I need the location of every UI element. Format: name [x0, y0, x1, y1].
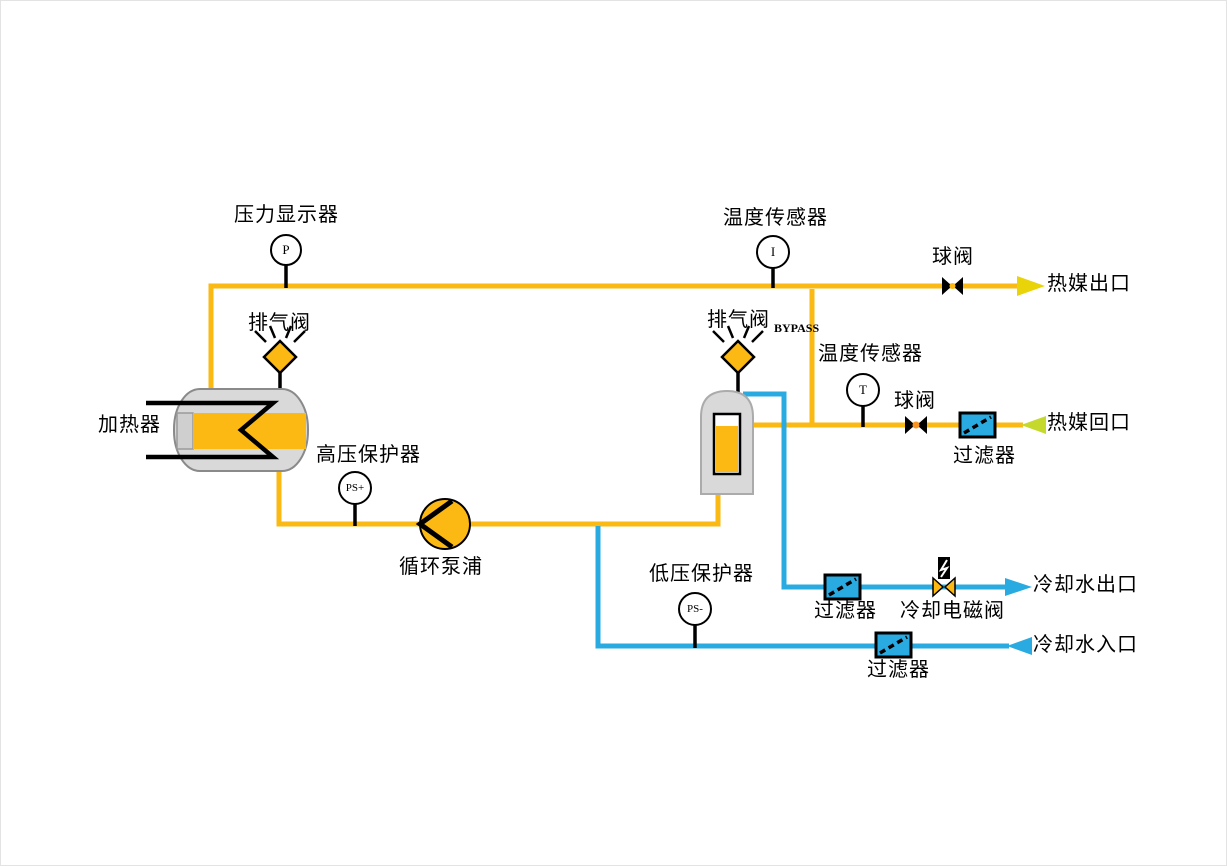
pump-suction-pipe	[276, 467, 721, 527]
ball-valve-top	[942, 277, 963, 295]
temperature-indicator-t: T	[846, 373, 880, 407]
filter-cooling-out-label: 过滤器	[814, 600, 877, 622]
heater-end-block	[176, 412, 194, 450]
heat-return-arrow	[1021, 416, 1046, 434]
filter-return-label: 过滤器	[953, 445, 1016, 467]
low-pressure-switch: PS-	[678, 592, 712, 626]
cooling-solenoid-label: 冷却电磁阀	[900, 600, 1005, 622]
ball-valve-return	[905, 416, 927, 434]
filter-cooling-in-label: 过滤器	[867, 659, 930, 681]
exhaust-valve-left	[254, 325, 306, 375]
heater-label: 加热器	[98, 414, 161, 436]
pump-symbol	[415, 498, 471, 550]
hot-medium-pipes	[208, 283, 1023, 527]
exhaust-valve-right-label: 排气阀	[707, 309, 770, 331]
heater-hot-band	[193, 413, 306, 449]
filter-cooling-in-symbol	[874, 631, 913, 659]
hp-protector-label: 高压保护器	[316, 444, 421, 466]
exhaust-valve-left-label: 排气阀	[248, 312, 311, 334]
high-pressure-switch: PS+	[338, 471, 372, 505]
temp-sensor-top-label: 温度传感器	[723, 207, 828, 229]
cooling-solenoid-symbol	[932, 557, 956, 598]
heat-outlet-label: 热媒出口	[1047, 273, 1131, 295]
cooling-inlet-pipe	[595, 526, 1009, 649]
tank-level-fill	[716, 426, 738, 472]
cooling-water-inlet-label: 冷却水入口	[1033, 634, 1138, 656]
pressure-indicator: P	[270, 234, 302, 266]
heater-symbol	[146, 388, 309, 472]
exhaust-valve-right	[712, 325, 764, 375]
tank-symbol	[700, 389, 754, 495]
pressure-display-label: 压力显示器	[234, 204, 339, 226]
cooling-water-outlet-label: 冷却水出口	[1033, 574, 1138, 596]
temp-sensor-return-label: 温度传感器	[818, 343, 923, 365]
temperature-indicator-i: I	[756, 235, 790, 269]
filter-return-symbol	[958, 411, 997, 439]
filter-cooling-out-symbol	[823, 573, 862, 601]
heat-outlet-arrow	[1017, 276, 1045, 296]
heat-return-label: 热媒回口	[1047, 412, 1131, 434]
pump-label: 循环泵浦	[399, 556, 483, 578]
ball-valve-top-label: 球阀	[932, 246, 974, 268]
lp-protector-label: 低压保护器	[649, 563, 754, 585]
cooling-inlet-arrow	[1007, 637, 1032, 655]
cooling-outlet-arrow	[1005, 578, 1032, 596]
main-supply-pipe	[208, 283, 1019, 391]
cooling-outlet-pipe	[743, 391, 1007, 590]
ball-valve-return-label: 球阀	[894, 390, 936, 412]
cooling-water-pipes	[595, 391, 1009, 649]
heating-element	[146, 400, 280, 460]
bypass-label: BYPASS	[774, 321, 820, 335]
